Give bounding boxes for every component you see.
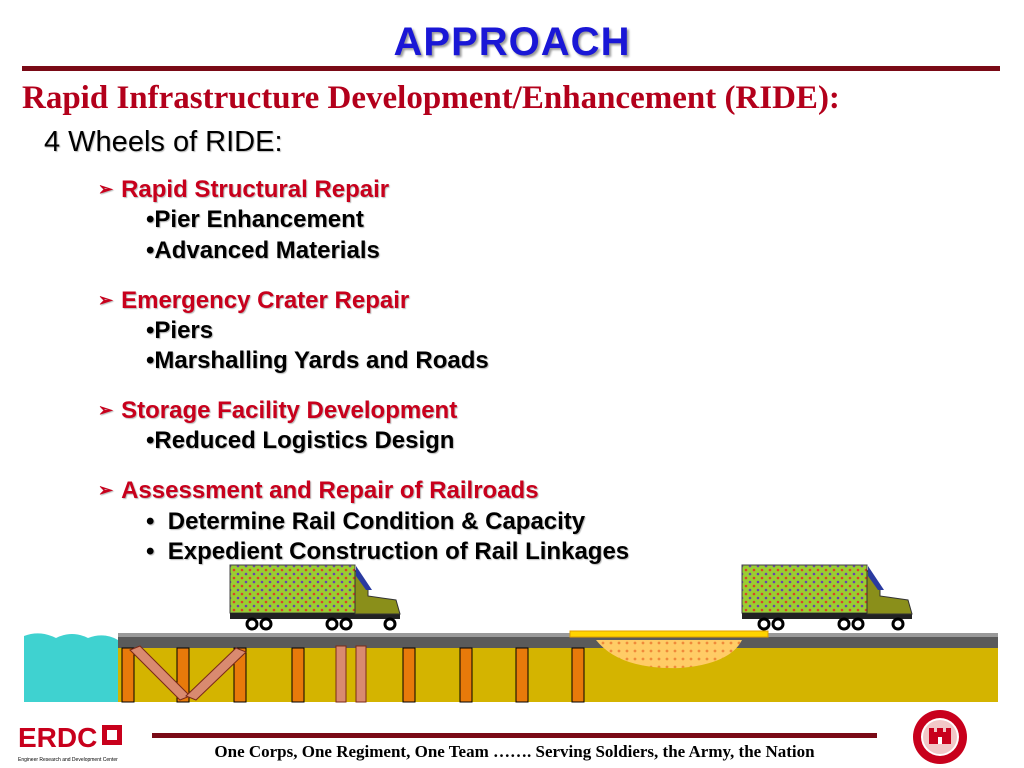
svg-text:ERDC: ERDC bbox=[18, 722, 97, 753]
arrow-bullet-icon: ➢ bbox=[98, 400, 114, 420]
slide-title: APPROACH bbox=[393, 20, 631, 64]
crater-repair bbox=[569, 630, 769, 638]
arrow-bullet-icon: ➢ bbox=[98, 290, 114, 310]
pier-illustration bbox=[24, 564, 998, 703]
arrow-bullet-icon: ➢ bbox=[98, 480, 114, 500]
section-heading-railroads: ➢Assessment and Repair of Railroads bbox=[98, 477, 539, 504]
slide-subtitle: Rapid Infrastructure Development/Enhance… bbox=[22, 80, 840, 116]
arrow-bullet-icon: ➢ bbox=[98, 179, 114, 199]
title-divider bbox=[22, 66, 1000, 71]
list-item: • Expedient Construction of Rail Linkage… bbox=[146, 538, 630, 565]
section-heading-storage-facility: ➢Storage Facility Development bbox=[98, 397, 458, 424]
footer-divider bbox=[152, 733, 877, 738]
section-heading-crater-repair: ➢Emergency Crater Repair bbox=[98, 287, 410, 314]
water bbox=[24, 633, 118, 702]
footer-tagline: One Corps, One Regiment, One Team ……. Se… bbox=[214, 742, 815, 761]
wheels-heading: 4 Wheels of RIDE: bbox=[44, 126, 283, 158]
erdc-logo: ERDC Engineer Research and Development C… bbox=[18, 722, 122, 763]
list-item: •Marshalling Yards and Roads bbox=[146, 347, 489, 374]
svg-text:Engineer Research and Developm: Engineer Research and Development Center bbox=[18, 757, 118, 763]
truck-icon bbox=[741, 564, 913, 631]
list-item: •Reduced Logistics Design bbox=[146, 427, 455, 454]
castle-seal-icon bbox=[913, 710, 967, 764]
list-item: •Advanced Materials bbox=[146, 237, 380, 264]
list-item: •Pier Enhancement bbox=[146, 206, 364, 233]
list-item: • Determine Rail Condition & Capacity bbox=[146, 508, 586, 535]
ground bbox=[118, 648, 998, 702]
section-heading-structural-repair: ➢Rapid Structural Repair bbox=[98, 176, 390, 203]
list-item: •Piers bbox=[146, 317, 214, 344]
truck-icon bbox=[229, 564, 401, 631]
